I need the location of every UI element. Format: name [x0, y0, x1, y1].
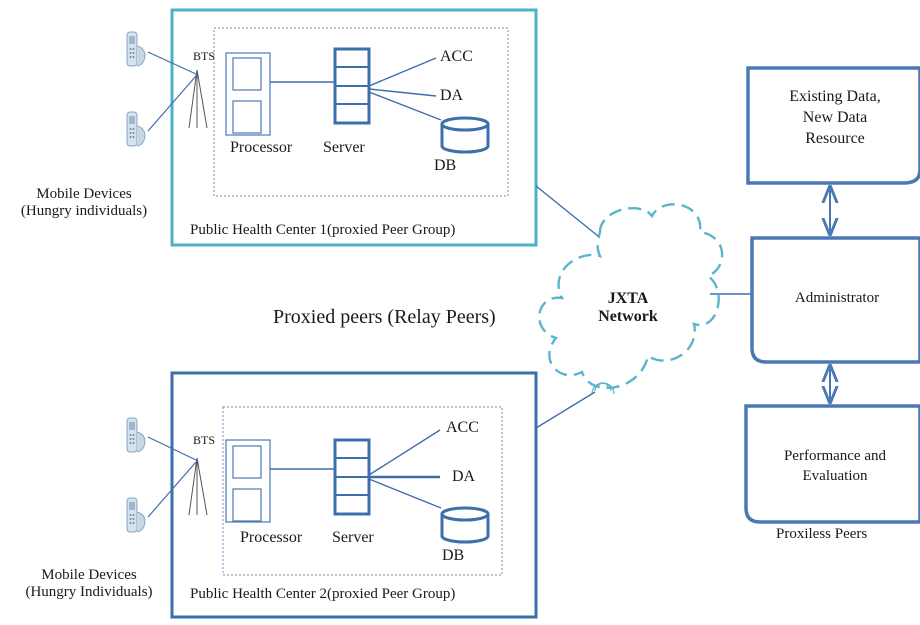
administrator-box	[750, 236, 920, 364]
center1-bts-antenna-icon	[188, 69, 208, 129]
center2-bts-label: BTS	[193, 433, 216, 447]
center2-border	[170, 371, 538, 619]
center1-da-label: DA	[440, 87, 464, 104]
mobile-devices-group-2	[126, 417, 197, 533]
center2-mobile-label-line1: Mobile Devices	[41, 567, 137, 583]
proxiless-peers-label: Proxiless Peers	[776, 526, 868, 542]
mobile-phone-icon	[126, 111, 146, 147]
mobile-phone-icon	[126, 497, 146, 533]
center2-inner-dashed-frame	[222, 406, 503, 576]
proxiless-peers	[744, 66, 920, 524]
center1-acc-label: ACC	[440, 48, 473, 65]
performance-box	[744, 404, 920, 524]
existing-data-line3: Resource	[805, 129, 865, 147]
center2-db-label: DB	[442, 547, 465, 564]
performance-label: Performance and Evaluation	[752, 446, 918, 487]
center2-mobile-label: Mobile Devices (Hungry Individuals)	[10, 567, 168, 602]
center2-mobile-label-line2: (Hungry Individuals)	[25, 584, 153, 601]
center1-processor-label: Processor	[230, 139, 293, 156]
center1-database-icon	[440, 116, 490, 154]
center1-inner-dashed-frame	[213, 27, 509, 197]
center2-server-label: Server	[332, 529, 374, 546]
center2-processor-icon	[225, 439, 271, 523]
center1-border	[170, 8, 538, 247]
center1-mobile-label-line1: Mobile Devices	[36, 186, 132, 202]
performance-line1: Performance and	[783, 448, 887, 464]
relay-peers-label: Proxied peers (Relay Peers)	[273, 306, 496, 328]
center1-server-label: Server	[323, 139, 365, 156]
administrator-label: Administrator	[794, 290, 880, 306]
mobile-devices-group-1	[126, 31, 197, 147]
center2-bts-antenna-icon	[188, 457, 208, 516]
center1-processor-icon	[225, 52, 271, 136]
public-health-center-2	[170, 371, 538, 619]
existing-data-line2: New Data	[802, 108, 868, 126]
mobile-phone-icon	[126, 417, 146, 453]
performance-line2: Evaluation	[802, 468, 868, 485]
center1-mobile-label-line2: (Hungry individuals)	[20, 203, 148, 220]
center2-caption: Public Health Center 2(proxied Peer Grou…	[190, 586, 456, 602]
center2-processor-label: Processor	[240, 529, 303, 546]
jxta-label-line2: Network	[598, 308, 658, 326]
center1-server-rack-icon	[333, 47, 371, 125]
jxta-label-line1: JXTA	[607, 290, 649, 307]
center1-caption: Public Health Center 1(proxied Peer Grou…	[190, 222, 456, 238]
existing-data-label: Existing Data, New Data Resource	[754, 87, 916, 149]
existing-data-line1: Existing Data,	[789, 88, 881, 105]
center1-mobile-label: Mobile Devices (Hungry individuals)	[14, 186, 154, 221]
center2-server-links	[368, 429, 442, 509]
jxta-network-label: JXTA Network	[588, 290, 668, 327]
center1-db-label: DB	[434, 157, 457, 174]
center2-da-label: DA	[452, 468, 476, 485]
center2-server-rack-icon	[333, 438, 371, 516]
public-health-center-1	[170, 8, 538, 247]
jxta-cloud-icon	[538, 203, 724, 395]
center2-database-icon	[440, 506, 490, 544]
network-links	[535, 185, 752, 429]
mobile-phone-icon	[126, 31, 146, 67]
center1-server-links	[368, 57, 442, 121]
center2-acc-label: ACC	[446, 419, 479, 436]
center1-bts-label: BTS	[193, 49, 216, 63]
